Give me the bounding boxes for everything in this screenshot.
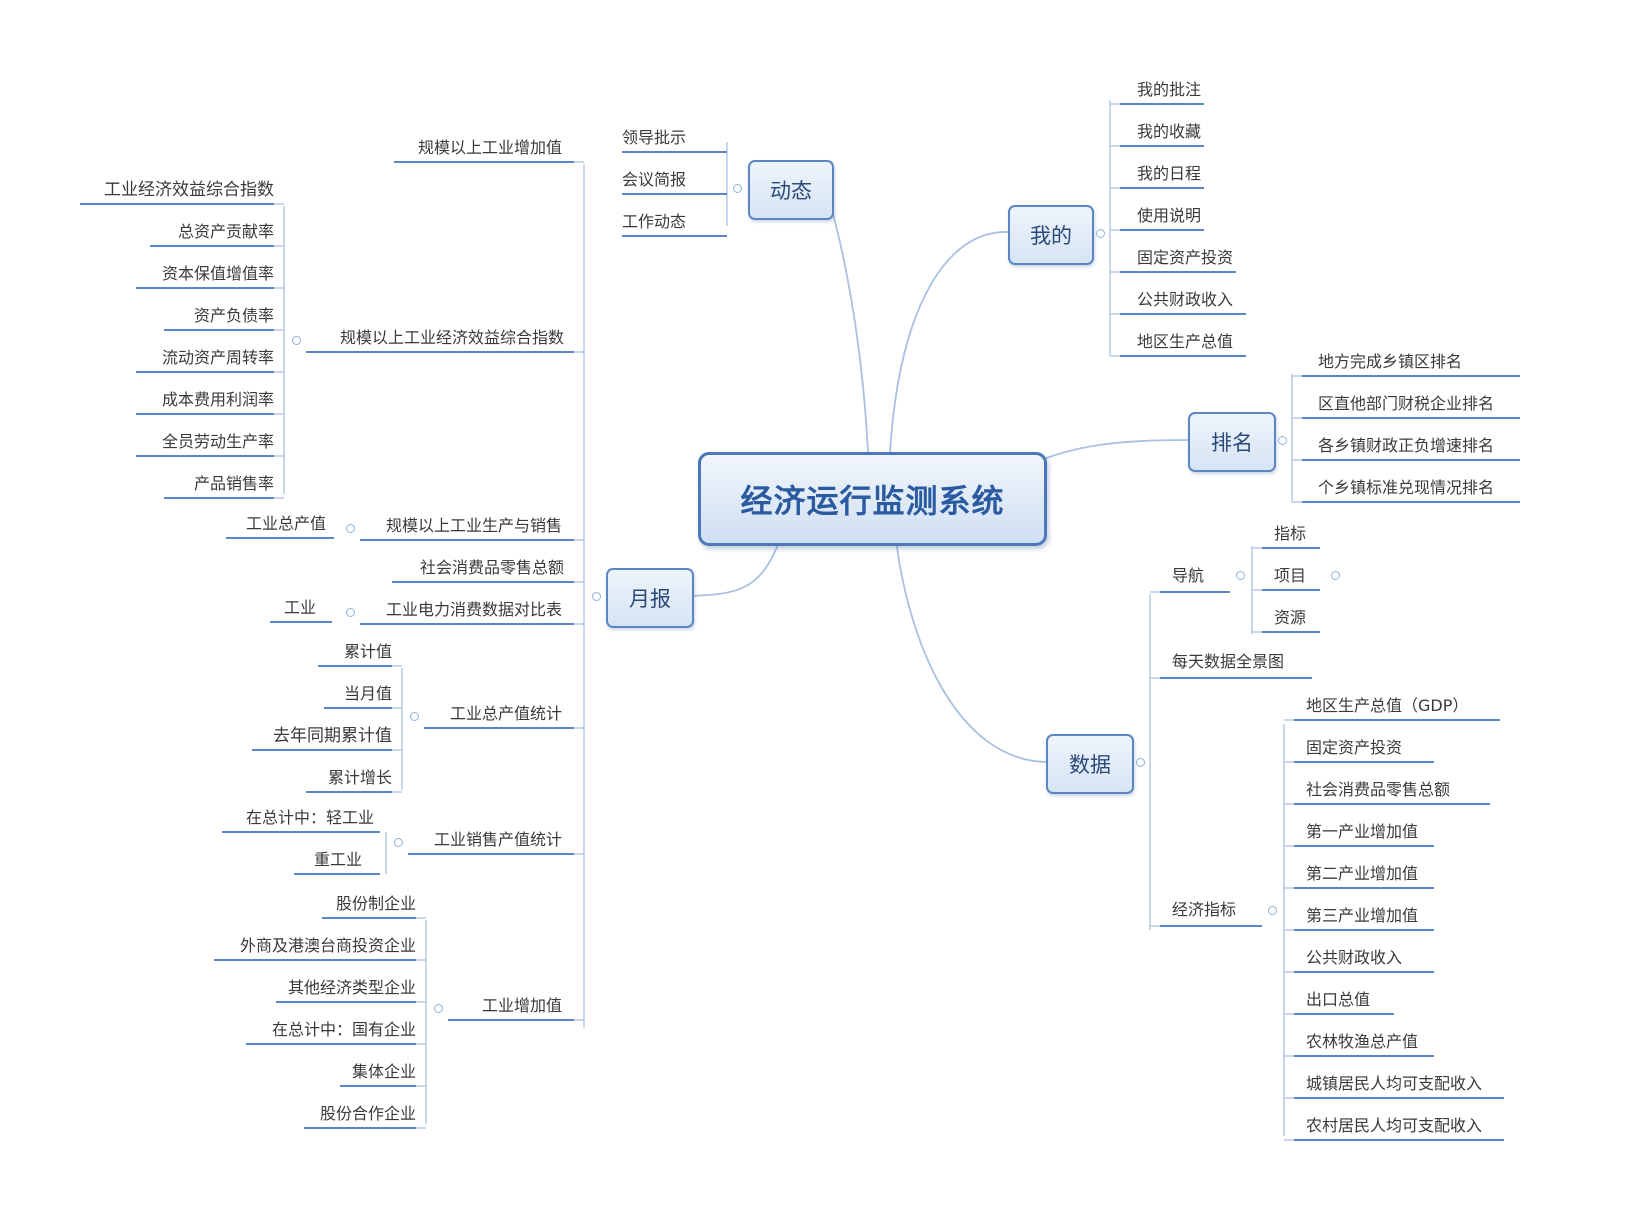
wode-item[interactable]: 我的日程 (1137, 164, 1202, 183)
central-topic[interactable]: 经济运行监测系统 (698, 452, 1047, 546)
wode-item[interactable]: 公共财政收入 (1137, 290, 1234, 309)
shuju-jingji[interactable]: 经济指标 (1172, 900, 1237, 919)
g2-item[interactable]: 成本费用利润率 (161, 390, 274, 409)
root-connector-paiming (1040, 439, 1189, 461)
collapse-toggle-icon[interactable] (345, 523, 355, 533)
jingji-item[interactable]: 城镇居民人均可支配收入 (1306, 1074, 1483, 1093)
jingji-item[interactable]: 第一产业增加值 (1306, 822, 1419, 841)
paiming-item[interactable]: 个乡镇标准兑现情况排名 (1318, 478, 1495, 497)
root-connector-dongtai (824, 187, 869, 453)
jingji-item[interactable]: 第三产业增加值 (1306, 906, 1419, 925)
paiming-item[interactable]: 区直他部门财税企业排名 (1318, 394, 1495, 413)
g2-item[interactable]: 工业经济效益综合指数 (104, 180, 274, 200)
g8-item[interactable]: 股份制企业 (335, 894, 416, 913)
collapse-toggle-icon[interactable] (291, 335, 301, 345)
yuebao-g5[interactable]: 工业电力消费数据对比表 (385, 600, 562, 619)
collapse-toggle-icon[interactable] (1135, 757, 1145, 767)
topic-dongtai[interactable]: 动态 (748, 160, 834, 220)
jingji-item[interactable]: 公共财政收入 (1306, 948, 1403, 967)
daohang-item[interactable]: 资源 (1274, 608, 1307, 627)
topic-shuju[interactable]: 数据 (1046, 734, 1134, 794)
g2-item[interactable]: 资产负债率 (193, 306, 274, 325)
root-connector-shuju (895, 539, 1047, 763)
jingji-item[interactable]: 出口总值 (1306, 990, 1371, 1009)
yuebao-g7[interactable]: 工业销售产值统计 (433, 830, 562, 849)
yuebao-g4[interactable]: 社会消费品零售总额 (419, 558, 564, 577)
g5-item[interactable]: 工业 (283, 598, 316, 617)
collapse-toggle-icon[interactable] (433, 1003, 443, 1013)
g7-item[interactable]: 在总计中：轻工业 (245, 808, 374, 827)
g8-item[interactable]: 股份合作企业 (319, 1104, 416, 1123)
collapse-toggle-icon[interactable] (1235, 570, 1245, 580)
daohang-item[interactable]: 项目 (1274, 566, 1307, 585)
collapse-toggle-icon[interactable] (591, 591, 601, 601)
collapse-toggle-icon[interactable] (1277, 435, 1287, 445)
dongtai-item[interactable]: 领导批示 (622, 128, 687, 147)
wode-item[interactable]: 我的收藏 (1137, 122, 1202, 141)
expand-toggle-icon[interactable] (1330, 570, 1340, 580)
topic-wode[interactable]: 我的 (1008, 205, 1094, 265)
root-connector-wode (889, 231, 1009, 453)
shuju-meiri[interactable]: 每天数据全景图 (1172, 652, 1285, 671)
dongtai-item[interactable]: 会议简报 (622, 170, 687, 189)
jingji-item[interactable]: 社会消费品零售总额 (1306, 780, 1451, 799)
yuebao-g3[interactable]: 规模以上工业生产与销售 (385, 516, 562, 535)
jingji-item[interactable]: 第二产业增加值 (1306, 864, 1419, 883)
wode-item[interactable]: 我的批注 (1137, 80, 1202, 99)
g2-item[interactable]: 总资产贡献率 (177, 222, 274, 241)
g6-item[interactable]: 累计增长 (327, 768, 392, 787)
collapse-toggle-icon[interactable] (732, 183, 742, 193)
collapse-toggle-icon[interactable] (345, 607, 355, 617)
yuebao-g6[interactable]: 工业总产值统计 (449, 704, 562, 723)
g8-item[interactable]: 在总计中：国有企业 (271, 1020, 416, 1039)
g8-item[interactable]: 其他经济类型企业 (287, 978, 416, 997)
wode-item[interactable]: 使用说明 (1137, 206, 1202, 225)
collapse-toggle-icon[interactable] (409, 711, 419, 721)
g6-item[interactable]: 去年同期累计值 (273, 726, 392, 746)
yuebao-g1[interactable]: 规模以上工业增加值 (417, 138, 562, 157)
paiming-item[interactable]: 地方完成乡镇区排名 (1318, 352, 1463, 371)
jingji-item[interactable]: 农林牧渔总产值 (1306, 1032, 1419, 1051)
yuebao-g8[interactable]: 工业增加值 (481, 996, 562, 1015)
topic-paiming[interactable]: 排名 (1188, 412, 1276, 472)
g2-item[interactable]: 产品销售率 (193, 474, 274, 493)
topic-yuebao[interactable]: 月报 (606, 568, 694, 628)
g2-item[interactable]: 资本保值增值率 (161, 264, 274, 283)
g7-item[interactable]: 重工业 (313, 850, 362, 869)
jingji-item[interactable]: 地区生产总值（GDP） (1306, 696, 1469, 715)
g2-item[interactable]: 流动资产周转率 (161, 348, 274, 367)
g8-item[interactable]: 集体企业 (351, 1062, 416, 1081)
dongtai-item[interactable]: 工作动态 (622, 212, 687, 231)
g3-item[interactable]: 工业总产值 (245, 514, 326, 533)
wode-item[interactable]: 地区生产总值 (1137, 332, 1234, 351)
g6-item[interactable]: 当月值 (343, 684, 392, 703)
g8-item[interactable]: 外商及港澳台商投资企业 (239, 936, 416, 955)
root-connector-yuebao (683, 539, 781, 597)
wode-item[interactable]: 固定资产投资 (1137, 248, 1234, 267)
g6-item[interactable]: 累计值 (343, 642, 392, 661)
shuju-daohang[interactable]: 导航 (1172, 566, 1205, 585)
collapse-toggle-icon[interactable] (1095, 228, 1105, 238)
daohang-item[interactable]: 指标 (1274, 524, 1307, 543)
paiming-item[interactable]: 各乡镇财政正负增速排名 (1318, 436, 1495, 455)
yuebao-g2[interactable]: 规模以上工业经济效益综合指数 (339, 328, 564, 347)
jingji-item[interactable]: 农村居民人均可支配收入 (1306, 1116, 1483, 1135)
collapse-toggle-icon[interactable] (1267, 905, 1277, 915)
jingji-item[interactable]: 固定资产投资 (1306, 738, 1403, 757)
g2-item[interactable]: 全员劳动生产率 (161, 432, 274, 451)
collapse-toggle-icon[interactable] (393, 837, 403, 847)
